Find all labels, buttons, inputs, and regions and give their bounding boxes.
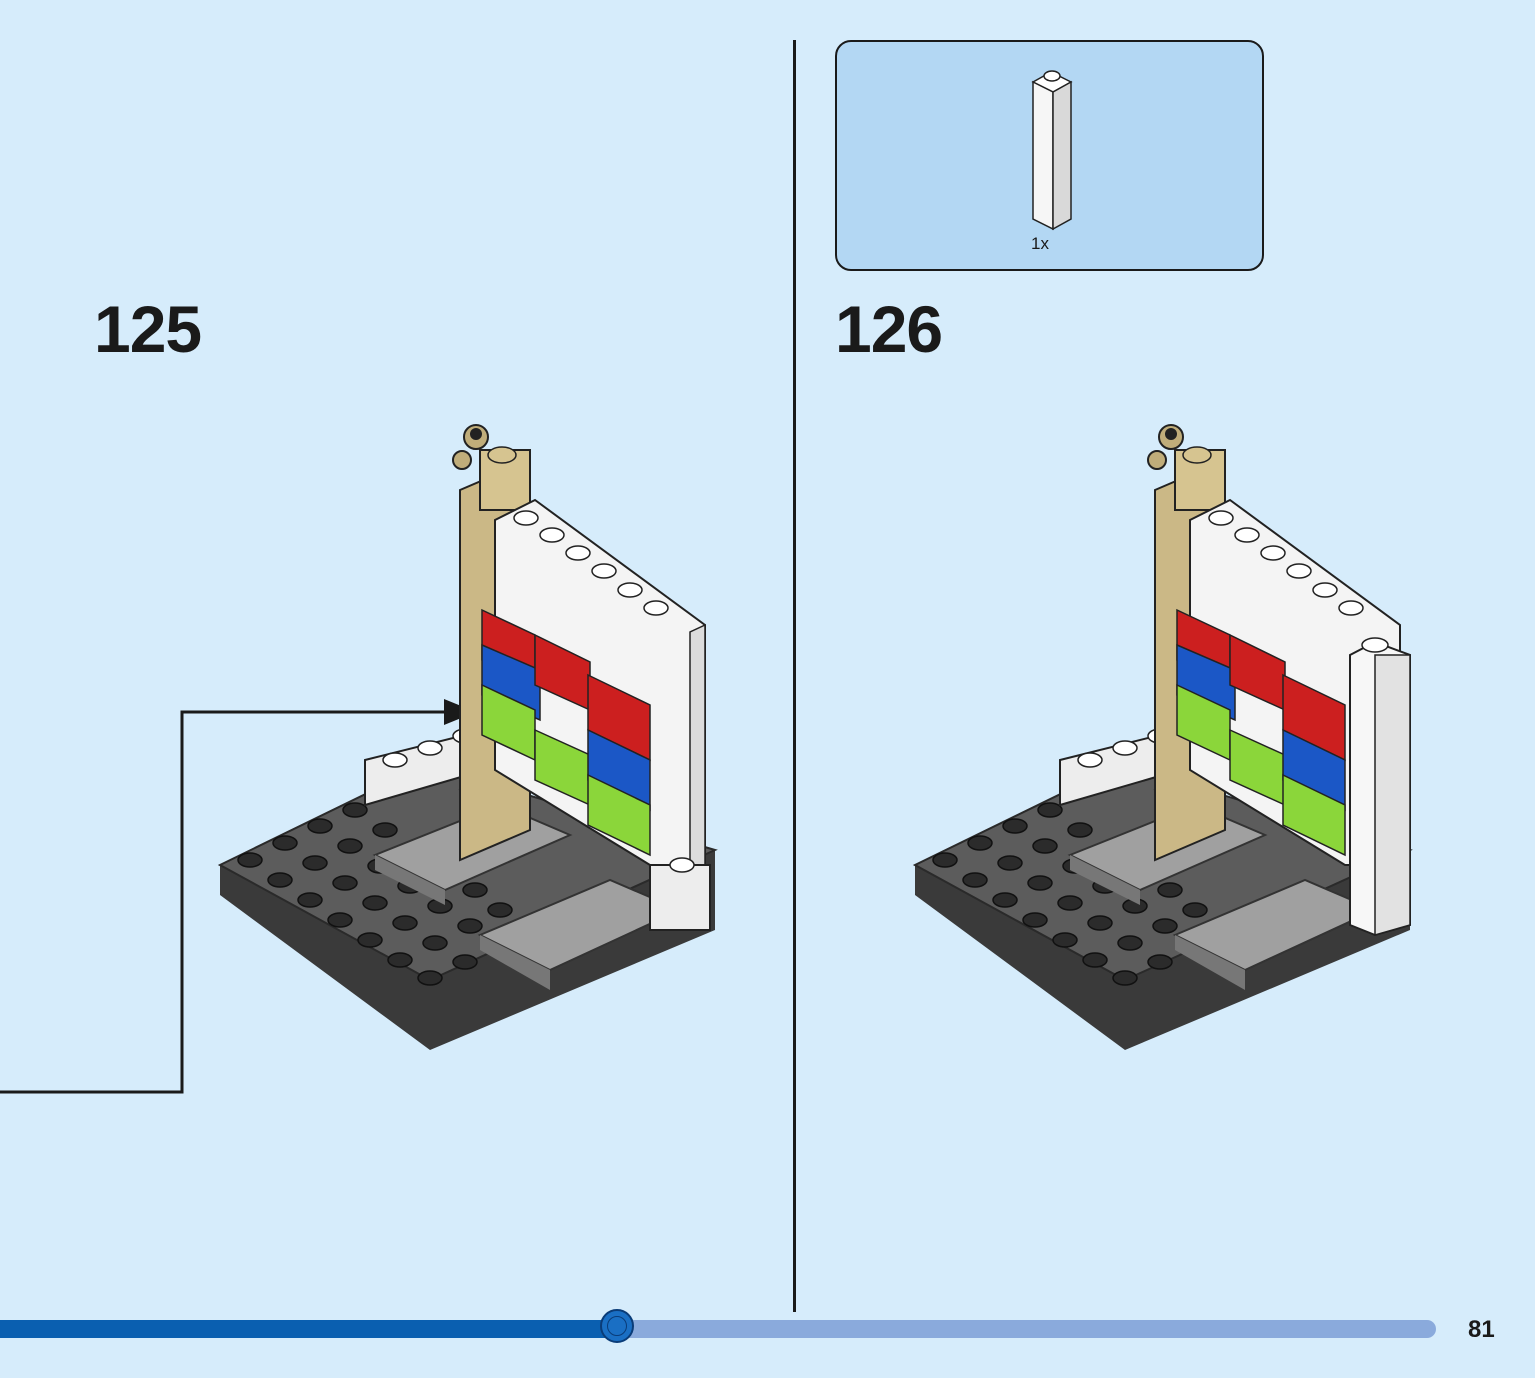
page-number: 81 <box>1468 1316 1495 1343</box>
parts-callout-box: 1x <box>835 40 1264 271</box>
step-divider <box>793 40 796 1312</box>
model-illustration-step-126 <box>912 424 1413 1050</box>
white-1x1x5-brick-icon <box>1031 70 1073 231</box>
progress-complete <box>0 1320 617 1338</box>
progress-marker-icon <box>600 1309 634 1343</box>
instruction-progress-bar <box>0 1309 1436 1343</box>
part-quantity-label: 1x <box>1031 234 1049 253</box>
step-number-126: 126 <box>835 292 943 366</box>
model-illustration-step-125 <box>217 424 718 1050</box>
step-number-125: 125 <box>94 292 202 366</box>
